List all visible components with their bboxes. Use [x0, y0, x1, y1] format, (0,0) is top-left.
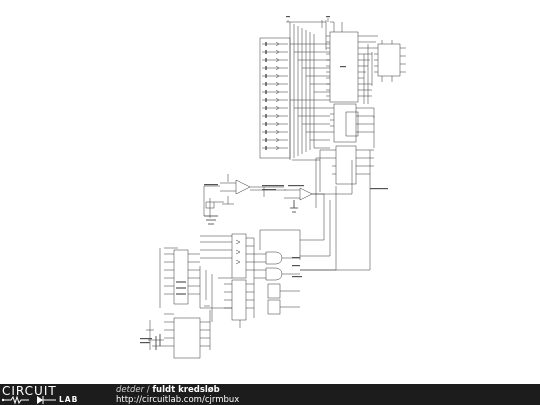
logo-circuit-wire-icon [2, 395, 56, 405]
lower-gates-column [199, 233, 255, 328]
caption-separator: / [146, 385, 150, 395]
schematic-url[interactable]: http://circuitlab.com/cjrmbux [116, 395, 240, 405]
annotation-marks [140, 16, 388, 344]
logo-wordmark-top: CIRCUIT [2, 384, 57, 398]
top-bus-wires [286, 18, 334, 160]
long-routes [300, 150, 371, 271]
ic-counter-middle [292, 103, 375, 208]
author-name[interactable]: detder [116, 385, 145, 395]
led-array [259, 37, 291, 159]
lower-gates-right [254, 229, 301, 315]
circuit-schematic [140, 16, 406, 359]
footer-bar: CIRCUIT LAB detder / fuldt kredsløb http… [0, 384, 540, 405]
lower-clock-section [146, 305, 211, 359]
lower-ic-left [159, 247, 200, 308]
schematic-caption: detder / fuldt kredsløb [116, 385, 220, 395]
ic-shift-register-top [326, 22, 378, 103]
schematic-title: fuldt kredsløb [152, 385, 220, 395]
circuitlab-logo[interactable]: CIRCUIT LAB [2, 384, 94, 405]
logo-wordmark-bottom: LAB [59, 395, 79, 404]
ic-right-cluster [363, 40, 406, 104]
